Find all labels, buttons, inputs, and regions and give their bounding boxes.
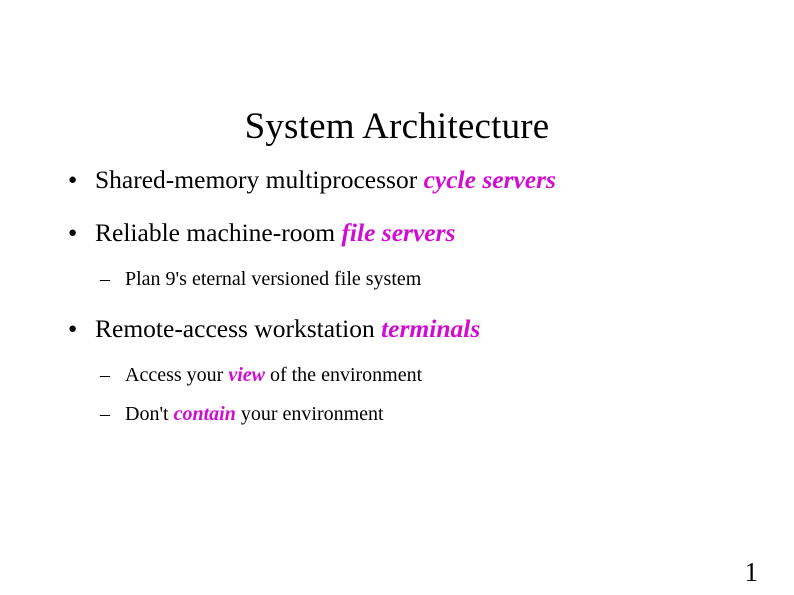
bullet-item-1: ● Shared-memory multiprocessor cycle ser… [0, 163, 794, 199]
spacer [0, 348, 794, 361]
subbullet-text-2-pre: Access your [125, 364, 229, 386]
bullet-text-3: Remote-access workstation [95, 314, 382, 343]
bullet-accent-2: file servers [341, 218, 456, 247]
bullet-accent-3: terminals [381, 314, 481, 343]
bullet-text-2: Reliable machine-room [95, 218, 342, 247]
subbullet-text-3-pre: Don't [125, 403, 174, 425]
bullet-marker-icon: ● [68, 172, 78, 188]
bullet-marker-icon: ● [68, 225, 78, 241]
spacer [0, 252, 794, 265]
slide-body: ● Shared-memory multiprocessor cycle ser… [0, 163, 794, 430]
dash-marker-icon: – [100, 403, 110, 425]
page-title: System Architecture [244, 105, 550, 147]
subbullet-item-1: – Plan 9's eternal versioned file system [0, 265, 794, 295]
subbullet-item-2: – Access your view of the environment [0, 361, 794, 391]
spacer [0, 391, 794, 400]
subbullet-item-3: – Don't contain your environment [0, 400, 794, 430]
subbullet-accent-3: contain [173, 403, 236, 425]
subbullet-text-1: Plan 9's eternal versioned file system [125, 268, 422, 290]
spacer [0, 199, 794, 216]
bullet-text-1: Shared-memory multiprocessor [95, 165, 424, 194]
bullet-item-3: ● Remote-access workstation terminals [0, 312, 794, 348]
subbullet-accent-2: view [228, 364, 265, 386]
subbullet-text-2-post: of the environment [264, 364, 423, 386]
bullet-item-2: ● Reliable machine-room file servers [0, 216, 794, 252]
bullet-accent-1: cycle servers [423, 165, 556, 194]
dash-marker-icon: – [100, 364, 110, 386]
spacer [0, 295, 794, 312]
page-number: 1 [744, 557, 759, 587]
subbullet-text-3-post: your environment [235, 403, 384, 425]
bullet-marker-icon: ● [68, 321, 78, 337]
dash-marker-icon: – [100, 268, 110, 290]
